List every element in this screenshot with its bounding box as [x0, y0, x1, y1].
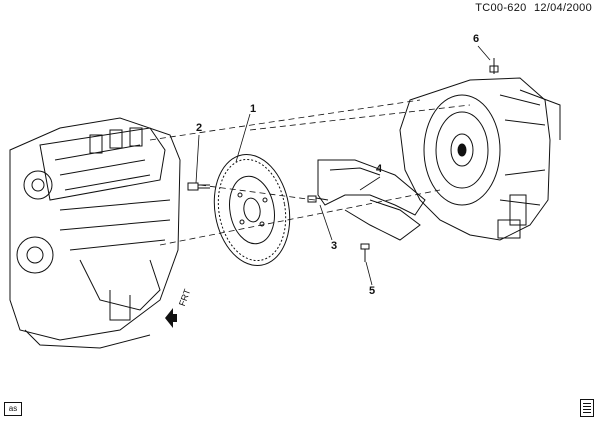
- leader-lines: [195, 45, 491, 286]
- callout-6: 6: [473, 33, 480, 45]
- cover-bolt: [307, 195, 329, 203]
- callout-4: 4: [376, 163, 383, 175]
- front-arrow-icon: [165, 308, 177, 328]
- alignment-lines: [149, 99, 471, 246]
- corner-tag: as: [4, 402, 22, 416]
- diagram-date: 12/04/2000: [533, 2, 592, 14]
- diagram-header: TC00-620 12/04/2000: [471, 2, 592, 14]
- document-icon: [580, 399, 594, 417]
- transmission-drawing: [399, 77, 561, 241]
- callout-2: 2: [196, 122, 203, 134]
- transmission-stud: [489, 58, 499, 74]
- callout-1: 1: [250, 103, 257, 115]
- engine-block-drawing: [9, 117, 181, 349]
- callout-3: 3: [331, 240, 338, 252]
- diagram-code: TC00-620: [475, 2, 527, 14]
- callout-5: 5: [369, 285, 376, 297]
- front-direction-indicator: FRT: [163, 288, 203, 330]
- cover-screw: [360, 243, 370, 262]
- flywheel-bolt: [187, 182, 210, 191]
- flywheel-cover-drawing: [317, 159, 426, 241]
- flywheel-drawing: [213, 153, 291, 267]
